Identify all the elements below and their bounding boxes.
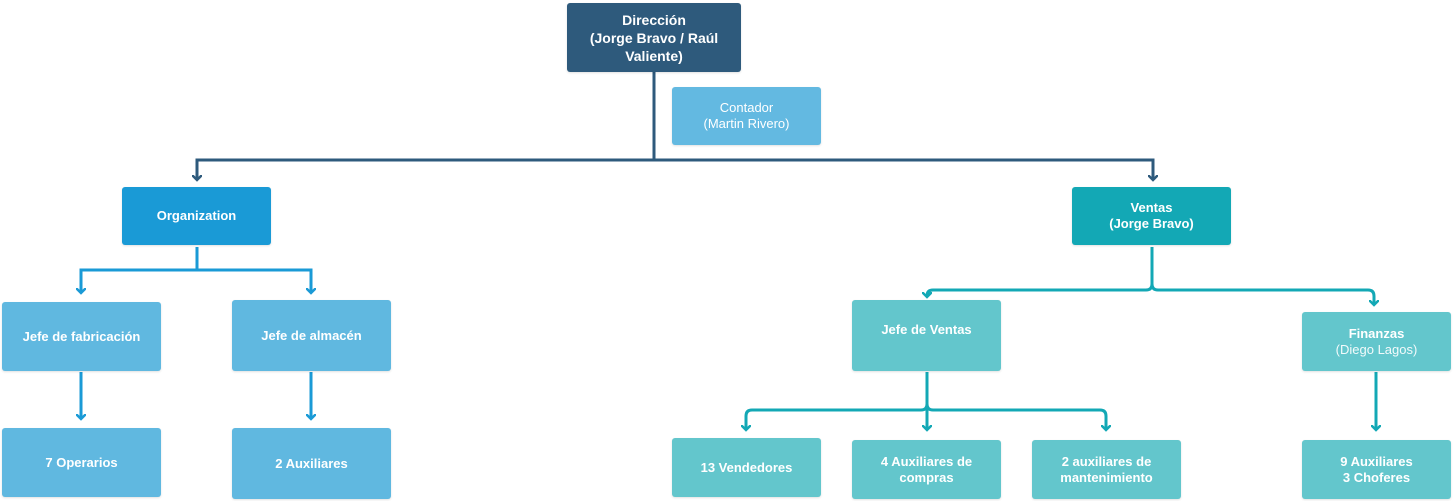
- node-operarios-label: 7 Operarios: [45, 454, 118, 470]
- node-organization-title: Organization: [156, 208, 237, 223]
- node-direccion[interactable]: Dirección (Jorge Bravo / Raúl Valiente): [567, 3, 741, 72]
- node-direccion-names-line1: (Jorge Bravo / Raúl: [589, 29, 719, 46]
- node-ventas-name: (Jorge Bravo): [1109, 216, 1194, 231]
- connector-jefe-ventas-to-aux-mantenimiento: [925, 403, 1106, 430]
- node-organization[interactable]: Organization: [122, 187, 271, 245]
- node-contador-title: Contador: [719, 100, 774, 115]
- node-aux-mantenimiento-line2: mantenimiento: [1060, 469, 1153, 485]
- node-finanzas-title: Finanzas: [1348, 325, 1405, 341]
- connector-organization-to-jefe-fabricacion: [81, 268, 197, 293]
- node-ventas-title: Ventas: [1130, 200, 1173, 215]
- node-jefe-fabricacion[interactable]: Jefe de fabricación: [2, 302, 161, 371]
- node-jefe-fabricacion-title: Jefe de fabricación: [22, 328, 141, 344]
- node-finanzas-staff[interactable]: 9 Auxiliares 3 Choferes: [1302, 440, 1451, 499]
- node-jefe-almacen-title: Jefe de almacén: [261, 327, 362, 343]
- node-direccion-names-line2: Valiente): [625, 47, 683, 64]
- node-vendedores-label: 13 Vendedores: [700, 459, 793, 475]
- node-finanzas-staff-line1: 9 Auxiliares: [1340, 453, 1413, 469]
- node-aux-compras-line2: compras: [899, 469, 954, 485]
- connector-direccion-to-organization: [197, 158, 654, 180]
- node-contador-name: (Martin Rivero): [703, 116, 790, 131]
- node-finanzas[interactable]: Finanzas (Diego Lagos): [1302, 312, 1451, 371]
- node-finanzas-staff-line2: 3 Choferes: [1342, 469, 1411, 485]
- node-aux-mantenimiento[interactable]: 2 auxiliares de mantenimiento: [1032, 440, 1181, 499]
- node-aux-compras-line1: 4 Auxiliares de: [880, 453, 973, 469]
- node-jefe-ventas-title: Jefe de Ventas: [881, 322, 972, 337]
- node-auxiliares-almacen[interactable]: 2 Auxiliares: [232, 428, 391, 499]
- node-aux-compras[interactable]: 4 Auxiliares de compras: [852, 440, 1001, 499]
- node-operarios[interactable]: 7 Operarios: [2, 428, 161, 497]
- node-ventas[interactable]: Ventas (Jorge Bravo): [1072, 187, 1231, 245]
- node-direccion-title: Dirección: [622, 11, 686, 28]
- node-aux-mantenimiento-line1: 2 auxiliares de: [1061, 453, 1152, 469]
- node-vendedores[interactable]: 13 Vendedores: [672, 438, 821, 497]
- connector-ventas-trunk: [1150, 247, 1159, 292]
- node-contador[interactable]: Contador (Martin Rivero): [672, 87, 821, 145]
- node-auxiliares-almacen-label: 2 Auxiliares: [275, 455, 348, 471]
- connector-organization-to-jefe-almacen: [197, 268, 311, 293]
- node-jefe-almacen[interactable]: Jefe de almacén: [232, 300, 391, 371]
- connector-jefe-ventas-to-vendedores: [746, 403, 929, 430]
- node-jefe-ventas[interactable]: Jefe de Ventas: [852, 300, 1001, 371]
- connector-ventas-to-finanzas: [1158, 288, 1374, 305]
- connector-direccion-to-ventas: [654, 158, 1153, 180]
- connector-ventas-to-jefe-ventas: [927, 283, 1154, 297]
- node-finanzas-name: (Diego Lagos): [1335, 341, 1418, 357]
